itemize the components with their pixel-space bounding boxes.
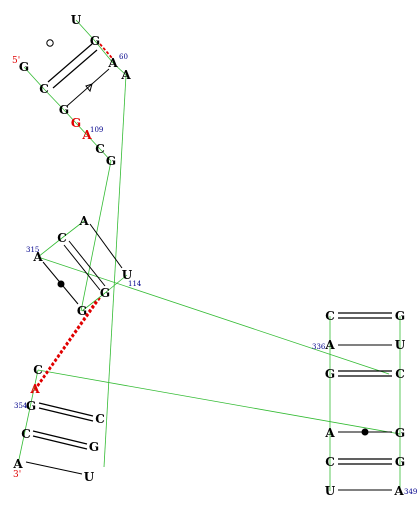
nucleotide: C xyxy=(325,309,335,323)
nucleotide: A xyxy=(107,56,118,70)
tertiary-interactions xyxy=(31,43,113,394)
backbone-link xyxy=(75,122,88,136)
nucleotide: C xyxy=(33,363,43,377)
nucleotide: C xyxy=(95,142,105,156)
nucleotide: U xyxy=(122,268,133,282)
tertiary-interaction-line xyxy=(31,300,97,394)
nucleotide: A xyxy=(324,338,335,352)
backbone-link xyxy=(104,274,128,294)
position-number: 60 xyxy=(119,53,128,61)
nucleotide: U xyxy=(395,338,406,352)
five-prime-label: 5' xyxy=(12,56,20,66)
triangle-symbol xyxy=(85,83,93,93)
base-pair-line xyxy=(68,240,106,287)
nucleotide: G xyxy=(59,103,69,117)
base-pair-line xyxy=(38,402,94,417)
base-pair-line xyxy=(89,223,123,269)
backbone-link xyxy=(99,148,112,162)
base-pair-line xyxy=(52,49,98,89)
position-number: 349 xyxy=(404,488,417,496)
base-pair-line xyxy=(66,68,110,107)
nucleotide-highlighted: G xyxy=(71,116,81,130)
position-number: 336 xyxy=(312,343,326,351)
circle-filled-symbol xyxy=(361,428,369,436)
position-number: 354 xyxy=(14,402,28,410)
position-number: 315 xyxy=(26,246,39,254)
nucleotide: U xyxy=(84,470,95,484)
nucleotide: A xyxy=(12,457,23,471)
position-number: 109 xyxy=(90,126,103,134)
backbone-link xyxy=(80,160,112,312)
nucleotides: U G G A A C G G A C G A C A U G G C A G … xyxy=(12,13,405,498)
base-pair-line xyxy=(63,244,101,291)
base-pair-line xyxy=(38,407,94,422)
nucleotide: G xyxy=(100,286,110,300)
backbone-link xyxy=(37,256,390,375)
nucleotide: G xyxy=(90,34,100,48)
nucleotide: C xyxy=(57,231,67,245)
backbone-link xyxy=(86,134,101,150)
three-prime-label: 3' xyxy=(13,470,21,480)
nucleotide: A xyxy=(120,68,131,82)
tertiary-interaction-line xyxy=(99,43,113,59)
backbone-links xyxy=(17,19,401,491)
nucleotide: A xyxy=(78,214,89,228)
backbone-link xyxy=(103,74,127,468)
backbone-link xyxy=(81,292,106,312)
nucleotide: C xyxy=(325,455,335,469)
backbone-link xyxy=(17,369,39,465)
nucleotide: A xyxy=(393,484,404,498)
nucleotide: A xyxy=(324,426,335,440)
nucleotide: U xyxy=(71,13,82,27)
backbone-link xyxy=(94,40,114,64)
backbone-link xyxy=(37,237,63,258)
nucleotide: G xyxy=(395,309,405,323)
nucleotide: G xyxy=(77,304,87,318)
nucleotide: G xyxy=(19,60,29,74)
pair-symbols xyxy=(46,39,369,436)
base-pair-line xyxy=(32,430,88,445)
nucleotide: C xyxy=(95,412,105,426)
backbone-link xyxy=(75,19,96,42)
strand-ends: 5' 3' xyxy=(12,56,21,480)
backbone-link xyxy=(37,369,401,435)
nucleotide: C xyxy=(395,367,405,381)
base-pair-line xyxy=(32,435,88,450)
nucleotide-highlighted: A xyxy=(81,128,92,142)
nucleotide: U xyxy=(325,484,336,498)
backbone-link xyxy=(61,220,85,239)
nucleotide: C xyxy=(39,82,49,96)
nucleotide: A xyxy=(32,250,43,264)
nucleotide: G xyxy=(26,399,36,413)
nucleotide: G xyxy=(395,455,405,469)
nucleotide: G xyxy=(89,440,99,454)
base-pair-line xyxy=(25,461,83,475)
circle-open-symbol xyxy=(46,39,54,47)
circle-filled-symbol xyxy=(57,280,65,288)
position-numbers: 60 109 315 114 336 354 349 xyxy=(14,53,417,496)
nucleotide-highlighted: A xyxy=(29,382,40,396)
nucleotide: G xyxy=(106,154,116,168)
nucleotide: G xyxy=(395,426,405,440)
backbone-link xyxy=(112,62,127,76)
base-pair-line xyxy=(47,43,93,83)
backbone-link xyxy=(43,88,65,111)
tertiary-interaction-line xyxy=(35,297,101,390)
backbone-link xyxy=(23,66,45,90)
nucleotide: G xyxy=(325,367,335,381)
position-number: 114 xyxy=(128,280,142,288)
nucleotide: C xyxy=(21,427,31,441)
backbone-link xyxy=(63,109,77,124)
